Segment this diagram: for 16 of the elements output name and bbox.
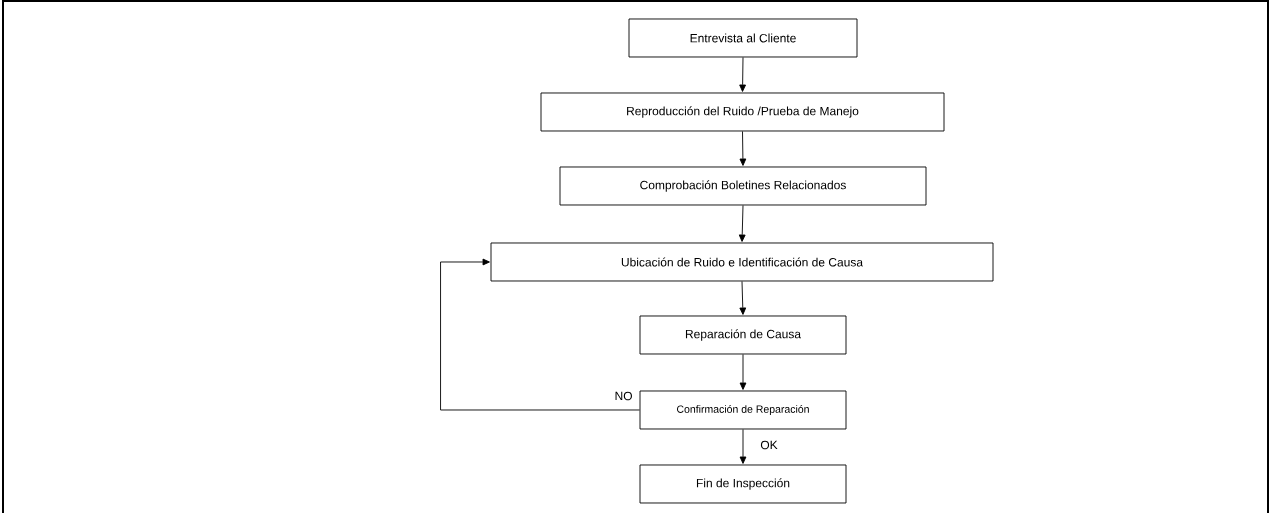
edge-label: OK <box>759 439 779 451</box>
process-box: Comprobación Boletines Relacionados <box>559 166 927 206</box>
arrow <box>440 258 640 411</box>
process-box: Reproducción del Ruido /Prueba de Manejo <box>540 92 945 132</box>
arrow <box>739 131 747 166</box>
arrow <box>739 57 746 92</box>
process-box: Entrevista al Cliente <box>628 18 858 58</box>
process-box: Fin de Inspección <box>639 464 847 504</box>
arrow <box>738 205 746 242</box>
process-box: Ubicación de Ruido e Identificación de Causa <box>490 242 994 282</box>
arrow <box>739 281 747 315</box>
edge-label: NO <box>613 390 634 402</box>
process-box: Confirmación de Reparación <box>639 390 847 430</box>
arrow <box>739 429 747 464</box>
arrow <box>739 354 747 390</box>
process-box: Reparación de Causa <box>639 315 847 355</box>
